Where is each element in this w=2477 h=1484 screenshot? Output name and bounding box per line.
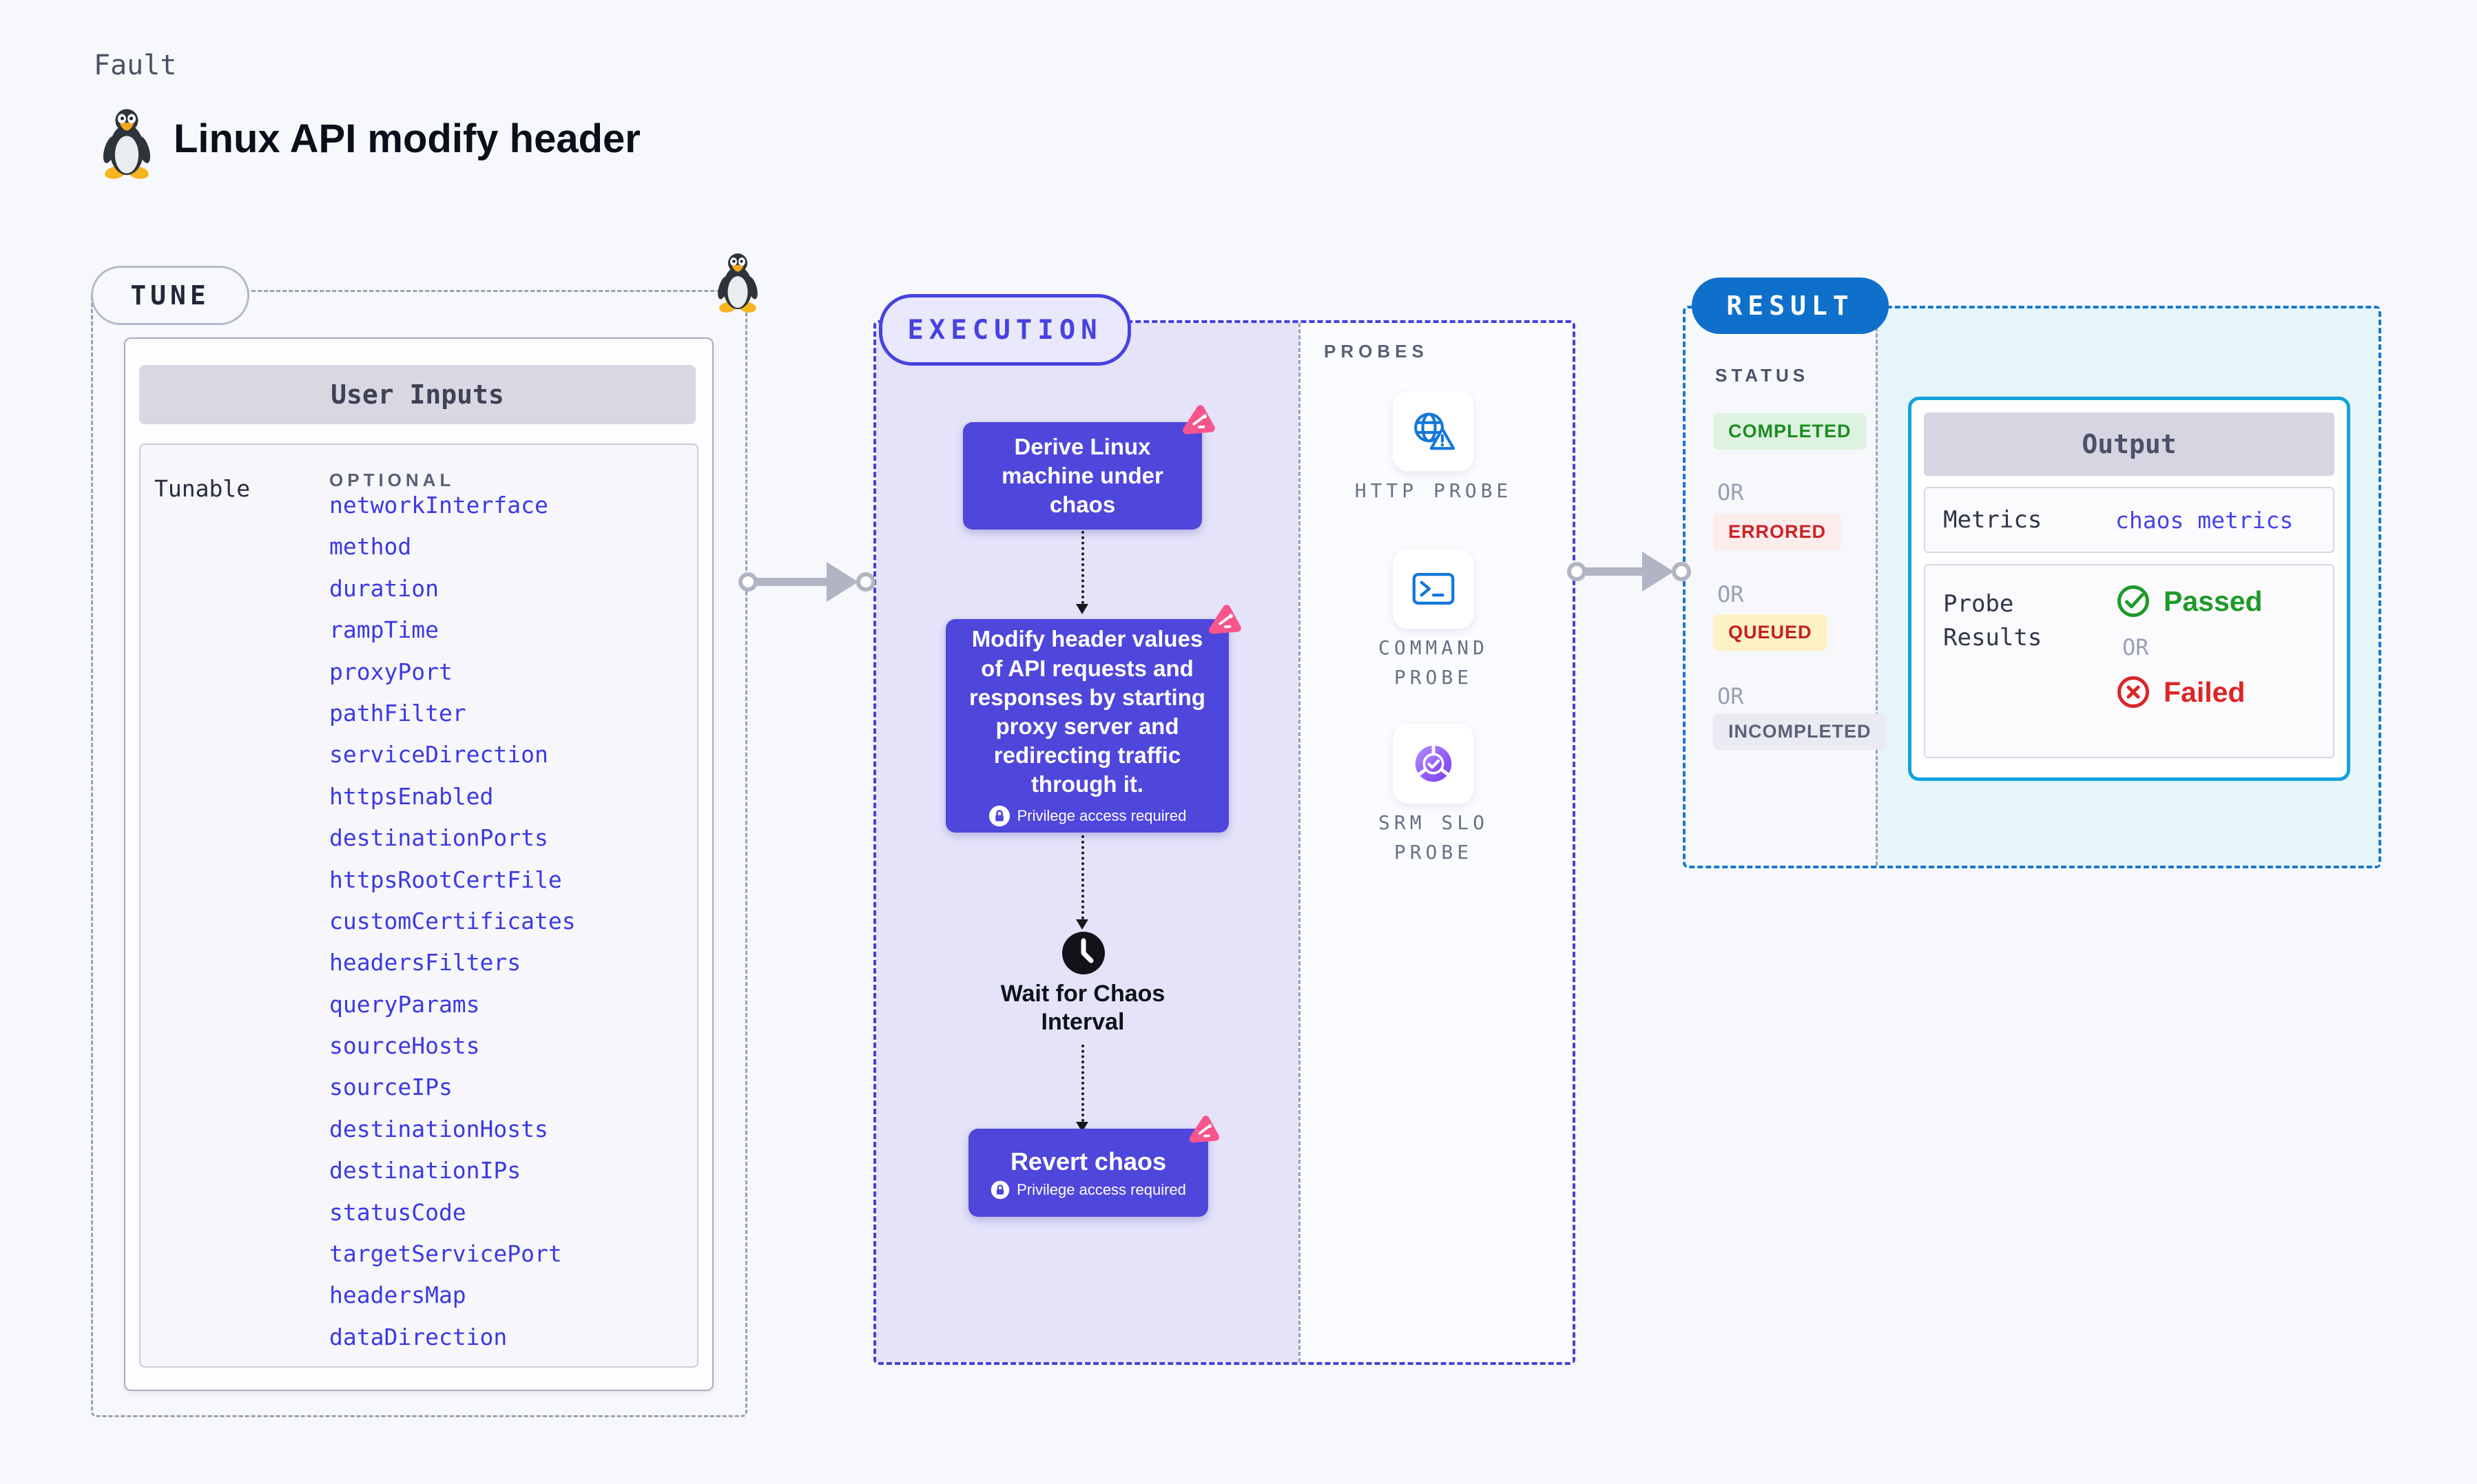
tune-badge: TUNE xyxy=(91,266,249,325)
privilege-note-text: Privilege access required xyxy=(1017,1181,1186,1199)
param-link[interactable]: httpsEnabled xyxy=(329,782,494,810)
terminal-icon xyxy=(1412,572,1455,605)
srm-slo-probe-card[interactable] xyxy=(1393,724,1474,804)
check-circle-icon xyxy=(2117,585,2149,617)
step-text: Derive Linux machine under chaos xyxy=(1002,433,1163,518)
tune-section: User Inputs Tunable OPTIONAL networkInte… xyxy=(91,290,747,1417)
chaos-icon xyxy=(1189,1116,1220,1143)
user-inputs-list: Tunable OPTIONAL networkInterface method… xyxy=(139,443,698,1368)
param-link[interactable]: proxyPort xyxy=(329,658,453,685)
page-title: Linux API modify header xyxy=(174,116,641,161)
optional-column-header: OPTIONAL xyxy=(329,470,455,490)
param-link[interactable]: destinationHosts xyxy=(329,1115,548,1142)
connector-line xyxy=(1081,1045,1084,1122)
slo-donut-icon xyxy=(1415,744,1452,782)
arrow-right-icon xyxy=(738,561,875,603)
wait-step-label: Wait for Chaos Interval xyxy=(1000,981,1165,1036)
step-derive-machine: Derive Linux machine under chaos xyxy=(963,422,1202,530)
param-link[interactable]: sourceIPs xyxy=(329,1074,453,1101)
step-modify-header: Modify header values of API requests and… xyxy=(946,619,1229,833)
probes-panel xyxy=(1298,323,1573,1362)
probe-results-row: Probe Results Passed OR xyxy=(1924,564,2334,758)
param-link[interactable]: rampTime xyxy=(329,616,439,644)
passed-label: Passed xyxy=(2164,585,2263,617)
step-text: Revert chaos xyxy=(1010,1147,1167,1175)
arrow-right-icon xyxy=(1567,551,1691,592)
param-link[interactable]: queryParams xyxy=(329,990,480,1018)
param-link[interactable]: networkInterface xyxy=(329,492,548,519)
privilege-note: Privilege access required xyxy=(988,805,1187,827)
chaos-icon xyxy=(1183,405,1215,435)
failed-label: Failed xyxy=(2164,676,2246,708)
execution-badge: EXECUTION xyxy=(879,294,1131,366)
output-card: Output Metrics chaos metrics Probe Resul… xyxy=(1908,397,2350,781)
param-link[interactable]: targetServicePort xyxy=(329,1240,562,1268)
metrics-label: Metrics xyxy=(1943,506,2042,534)
param-link[interactable]: sourceHosts xyxy=(329,1032,480,1060)
param-link[interactable]: duration xyxy=(329,574,439,602)
lock-icon xyxy=(988,805,1010,826)
param-link[interactable]: statusCode xyxy=(329,1198,466,1226)
probe-results-label: Probe Results xyxy=(1943,590,2042,652)
arrow-down-icon xyxy=(1076,604,1088,614)
category-label: Fault xyxy=(94,50,177,81)
param-link[interactable]: dataDirection xyxy=(329,1323,508,1350)
connector-line xyxy=(1081,531,1084,604)
status-label: STATUS xyxy=(1715,365,1810,386)
linux-penguin-icon xyxy=(103,109,151,179)
or-label: OR xyxy=(1717,479,1744,505)
globe-alert-icon xyxy=(1414,412,1455,450)
connector-line xyxy=(1081,835,1084,919)
or-label: OR xyxy=(1717,683,1744,709)
status-badge-errored: ERRORED xyxy=(1713,514,1842,550)
chaos-icon xyxy=(1209,605,1241,634)
param-link[interactable]: pathFilter xyxy=(329,699,466,727)
step-revert-chaos: Revert chaos Privilege access required xyxy=(968,1129,1208,1217)
x-circle-icon xyxy=(2117,676,2149,708)
param-link[interactable]: customCertificates xyxy=(329,907,576,934)
chaos-metrics-link[interactable]: chaos metrics xyxy=(2115,506,2294,534)
or-label: OR xyxy=(1717,581,1744,607)
param-link[interactable]: destinationIPs xyxy=(329,1157,521,1184)
param-link[interactable]: headersMap xyxy=(329,1282,466,1309)
user-inputs-title: User Inputs xyxy=(139,365,696,424)
param-link[interactable]: method xyxy=(329,533,412,561)
tunable-row-label: Tunable xyxy=(154,475,251,502)
metrics-row: Metrics chaos metrics xyxy=(1924,487,2334,553)
output-title: Output xyxy=(1924,412,2334,476)
lock-icon xyxy=(991,1180,1010,1200)
execution-section: Derive Linux machine under chaos Modify … xyxy=(873,320,1575,1365)
probe-label: COMMAND PROBE xyxy=(1378,636,1489,689)
param-link[interactable]: destinationPorts xyxy=(329,824,548,852)
probe-result-failed: Failed xyxy=(2115,674,2263,710)
probe-label: HTTP PROBE xyxy=(1354,479,1513,502)
probe-label: SRM SLO PROBE xyxy=(1378,811,1489,864)
result-badge: RESULT xyxy=(1692,278,1889,334)
param-list: networkInterface method duration rampTim… xyxy=(329,485,576,1358)
status-badge-completed: COMPLETED xyxy=(1713,413,1867,450)
param-link[interactable]: serviceDirection xyxy=(329,741,548,769)
privilege-note: Privilege access required xyxy=(991,1180,1186,1200)
clock-icon xyxy=(1062,932,1105,974)
param-link[interactable]: httpsRootCertFile xyxy=(329,866,562,893)
status-badge-incompleted: INCOMPLETED xyxy=(1713,713,1887,750)
linux-penguin-icon xyxy=(718,253,758,313)
or-label: OR xyxy=(2122,634,2149,660)
param-link[interactable]: headersFilters xyxy=(329,949,521,976)
user-inputs-card: User Inputs Tunable OPTIONAL networkInte… xyxy=(124,337,714,1391)
arrow-down-icon xyxy=(1076,919,1088,930)
step-text: Modify header values of API requests and… xyxy=(969,626,1205,797)
result-section: STATUS COMPLETED OR ERRORED OR QUEUED OR… xyxy=(1683,306,2381,868)
privilege-note-text: Privilege access required xyxy=(1017,806,1187,824)
http-probe-card[interactable] xyxy=(1393,391,1474,471)
status-badge-queued: QUEUED xyxy=(1713,614,1827,651)
command-probe-card[interactable] xyxy=(1393,549,1474,629)
probe-result-passed: Passed xyxy=(2115,583,2263,619)
probes-label: PROBES xyxy=(1324,341,1429,362)
